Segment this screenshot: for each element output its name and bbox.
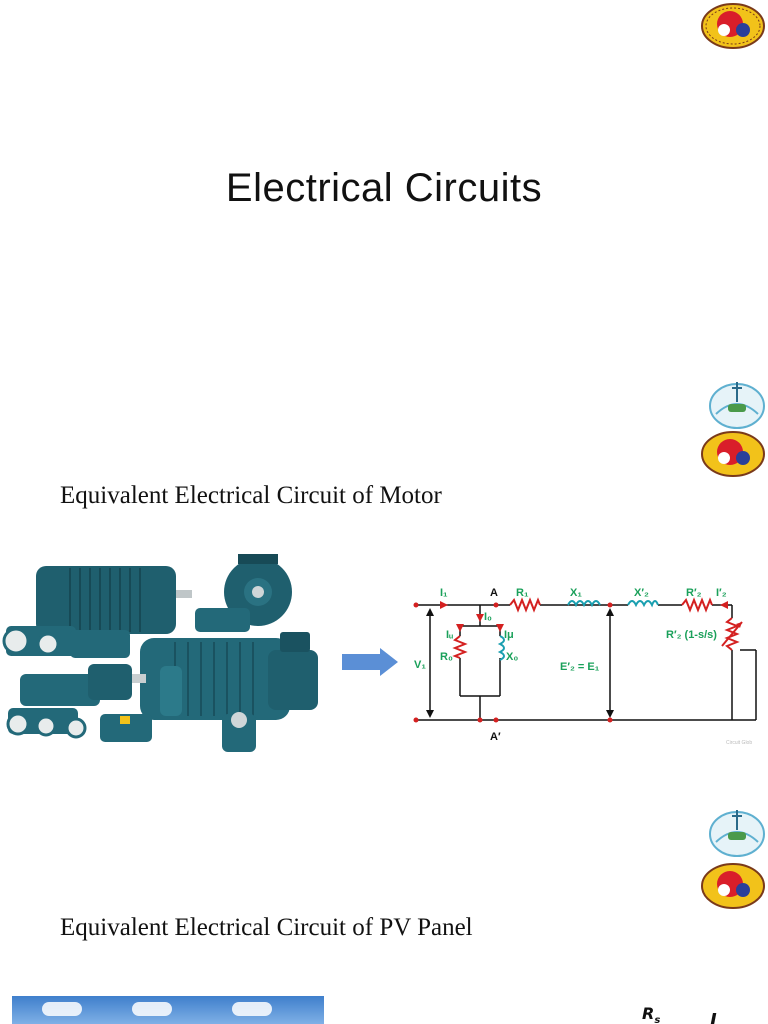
label-current: I <box>710 1010 717 1024</box>
label-i2-prime: I′₂ <box>716 587 727 599</box>
label-x0: X₀ <box>506 651 518 663</box>
institute-seal-icon <box>701 863 765 909</box>
label-r2-prime: R′₂ <box>686 587 702 599</box>
label-x2-prime: X′₂ <box>634 587 649 599</box>
label-node-a: A <box>490 587 498 599</box>
motors-photo <box>2 554 318 752</box>
label-r1: R₁ <box>516 587 529 599</box>
slide-pv-circuit: Equivalent Electrical Circuit of PV Pane… <box>0 800 768 1024</box>
label-load-resistance: R′₂ (1-s/s) <box>666 629 717 641</box>
watermark-text: Circuit Glob <box>726 740 752 746</box>
label-e2-e1: E′₂ = E₁ <box>560 661 600 673</box>
slide-title: Electrical Circuits <box>0 0 768 376</box>
label-i1: I₁ <box>440 587 448 599</box>
label-node-a-prime: A′ <box>490 731 501 743</box>
label-iw: Iᵤ <box>446 629 453 641</box>
label-r0: R₀ <box>440 651 453 663</box>
institute-seal-icon <box>701 431 765 477</box>
label-imu: Iμ <box>504 629 514 641</box>
pv-panel-photo <box>12 996 324 1024</box>
label-series-resistance: Rs <box>642 1004 661 1024</box>
label-x1: X₁ <box>570 587 582 599</box>
motor-equivalent-circuit-diagram: I₁ A R₁ X₁ X′₂ R′₂ I′₂ I₀ Iᵤ Iμ V₁ R₀ X₀… <box>413 587 757 746</box>
page-title: Electrical Circuits <box>225 166 543 210</box>
emobility-lab-logo-icon <box>709 810 765 857</box>
label-i0: I₀ <box>484 611 492 623</box>
section-heading: Equivalent Electrical Circuit of PV Pane… <box>60 914 473 941</box>
right-arrow-icon <box>342 648 398 676</box>
label-v1: V₁ <box>414 659 426 671</box>
slide-motor-circuit: Equivalent Electrical Circuit of Motor <box>0 376 768 800</box>
institute-seal-icon <box>701 3 765 49</box>
section-heading: Equivalent Electrical Circuit of Motor <box>60 482 442 509</box>
emobility-lab-logo-icon <box>709 382 765 429</box>
